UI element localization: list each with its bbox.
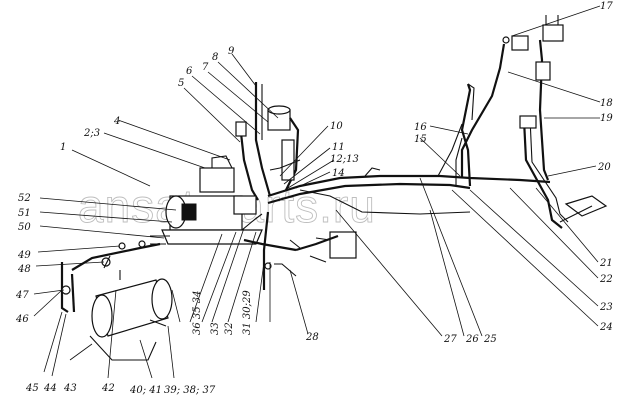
pump-motor-assembly xyxy=(150,155,263,245)
callout-6: 6 xyxy=(186,66,193,77)
callout-52: 52 xyxy=(18,193,31,204)
upper-right-pipes xyxy=(437,43,506,187)
callout-18: 18 xyxy=(600,98,613,109)
callout-labels: 1 2;3 4 5 6 7 8 9 10 11 12;13 14 15 16 1… xyxy=(15,1,613,396)
leader-lines xyxy=(33,5,601,379)
callout-11: 11 xyxy=(332,142,345,153)
lower-left-lines xyxy=(60,240,161,313)
callout-12-13: 12;13 xyxy=(330,154,359,165)
callout-45: 45 xyxy=(25,383,39,394)
callout-7: 7 xyxy=(202,62,209,73)
callout-28: 28 xyxy=(305,332,319,343)
lower-center-components xyxy=(243,211,357,290)
callout-22: 22 xyxy=(599,274,613,285)
callout-24: 24 xyxy=(599,322,613,333)
callout-1: 1 xyxy=(60,142,66,153)
callout-5: 5 xyxy=(178,78,184,89)
callout-44: 44 xyxy=(43,383,57,394)
callout-9: 9 xyxy=(228,46,235,57)
callout-29-31: 31 30;29 xyxy=(242,290,253,335)
callout-26: 26 xyxy=(465,334,479,345)
callout-19: 19 xyxy=(600,113,613,124)
callout-15: 15 xyxy=(414,134,427,145)
hydraulic-tank xyxy=(89,270,173,361)
callout-37-39: 39; 38; 37 xyxy=(164,385,216,396)
callout-20: 20 xyxy=(597,162,611,173)
callout-10: 10 xyxy=(330,121,343,132)
callout-16: 16 xyxy=(414,122,427,133)
callout-33: 33 xyxy=(210,322,221,335)
callout-23: 23 xyxy=(599,302,613,313)
callout-46: 46 xyxy=(15,314,29,325)
callout-32: 32 xyxy=(224,322,235,335)
pedal-assembly xyxy=(502,15,608,229)
callout-50: 50 xyxy=(18,222,31,233)
callout-27: 27 xyxy=(443,334,457,345)
callout-43: 43 xyxy=(63,383,77,394)
callout-40-41: 40; 41 xyxy=(129,385,162,396)
main-pipeline xyxy=(267,167,551,215)
callout-47: 47 xyxy=(15,290,29,301)
callout-25: 25 xyxy=(483,334,497,345)
callout-14: 14 xyxy=(332,168,345,179)
upper-center-components xyxy=(235,82,301,201)
callout-21: 21 xyxy=(599,258,613,269)
callout-51: 51 xyxy=(18,208,31,219)
callout-49: 49 xyxy=(17,250,31,261)
callout-42: 42 xyxy=(101,383,115,394)
callout-17: 17 xyxy=(600,1,613,12)
callout-2-3: 2;3 xyxy=(83,128,100,139)
callout-34-36: 36 35 34 xyxy=(192,290,203,335)
callout-8: 8 xyxy=(212,52,218,63)
callout-48: 48 xyxy=(17,264,31,275)
callout-4: 4 xyxy=(113,116,120,127)
